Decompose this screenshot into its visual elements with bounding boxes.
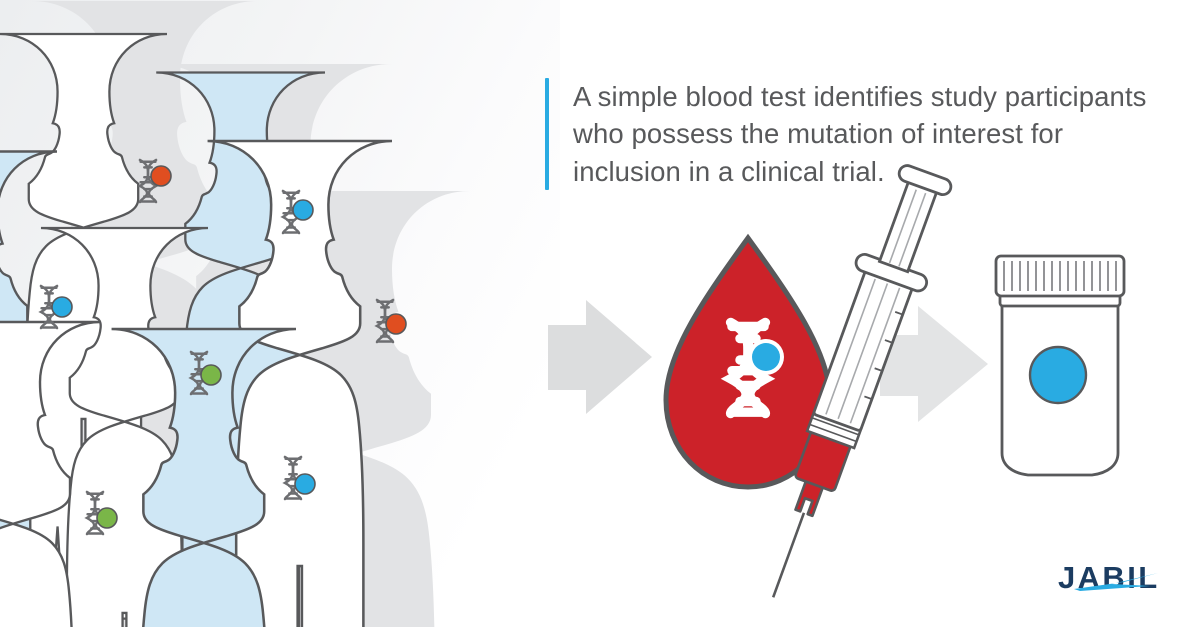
dna-marker-green [85, 490, 118, 536]
headline-block: A simple blood test identifies study par… [545, 78, 1155, 191]
jabil-swoosh-icon [1074, 573, 1158, 591]
arrow-1 [548, 300, 652, 414]
specimen-jar [994, 254, 1126, 477]
arrow-2 [880, 306, 988, 422]
syringe [771, 164, 953, 598]
page-title: A simple blood test identifies study par… [573, 81, 1147, 187]
cap-ribs [1003, 261, 1117, 291]
dna-icon-in-drop [720, 317, 784, 419]
dna-marker-green [189, 350, 222, 396]
dna-marker-orange [375, 298, 407, 344]
jabil-logo[interactable]: JABIL [1058, 560, 1170, 596]
dna-marker-cyan [283, 455, 316, 501]
dna-marker-cyan [281, 189, 314, 235]
dna-marker-cyan [39, 284, 73, 330]
blood-drop [663, 233, 833, 490]
dna-marker-orange [138, 158, 172, 204]
dna-markers-group [39, 158, 407, 536]
headline-accent-bar [545, 78, 549, 191]
specimen-label-dot [1028, 345, 1088, 405]
